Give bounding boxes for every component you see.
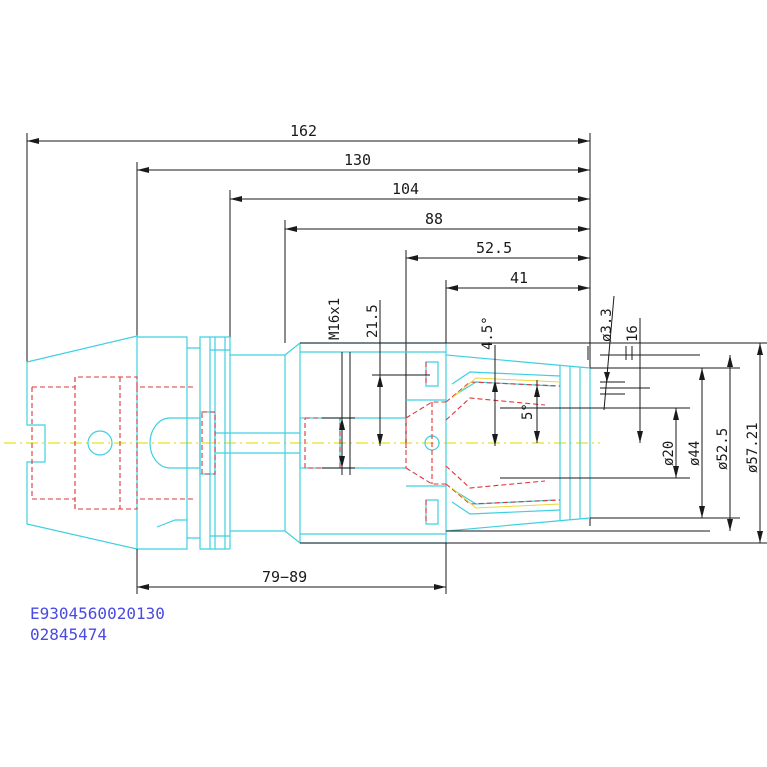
internal-dimension-labels: M16x1 21.5 4.5° 5° 79−89 [262,298,536,586]
dim-162: 162 [290,122,317,140]
dim-dia-57-21: ø57.21 [745,422,761,473]
dim-dia-3-3: ø3.3 [599,308,615,342]
part-code: 02845474 [30,625,108,644]
dim-21-5: 21.5 [365,304,381,338]
part-number: E9304560020130 [30,604,165,623]
dim-dia-20: ø20 [661,441,677,466]
dim-88: 88 [425,210,443,228]
top-dimension-lines [26,133,591,526]
diameter-dimension-labels: ø57.21 ø52.5 ø44 ø20 16 ø3.3 [599,308,761,473]
top-dimension-labels: 162 130 104 88 52.5 41 [290,122,528,287]
dim-thread-m16x1: M16x1 [327,298,343,340]
internal-dimensions [136,300,540,594]
dim-dia-44: ø44 [687,441,703,466]
collet-cone [451,377,561,509]
dim-angle-5: 5° [520,403,536,420]
dim-16: 16 [625,325,641,342]
dim-dia-52-5: ø52.5 [715,428,731,470]
dim-130: 130 [344,151,371,169]
diameter-dimension-lines [300,295,767,544]
hidden-lines [31,362,561,524]
dim-52-5: 52.5 [476,239,512,257]
holder-outline [26,335,591,550]
dim-79-89: 79−89 [262,568,307,586]
dim-angle-4-5: 4.5° [480,316,496,350]
dim-104: 104 [392,180,419,198]
dim-41: 41 [510,269,528,287]
